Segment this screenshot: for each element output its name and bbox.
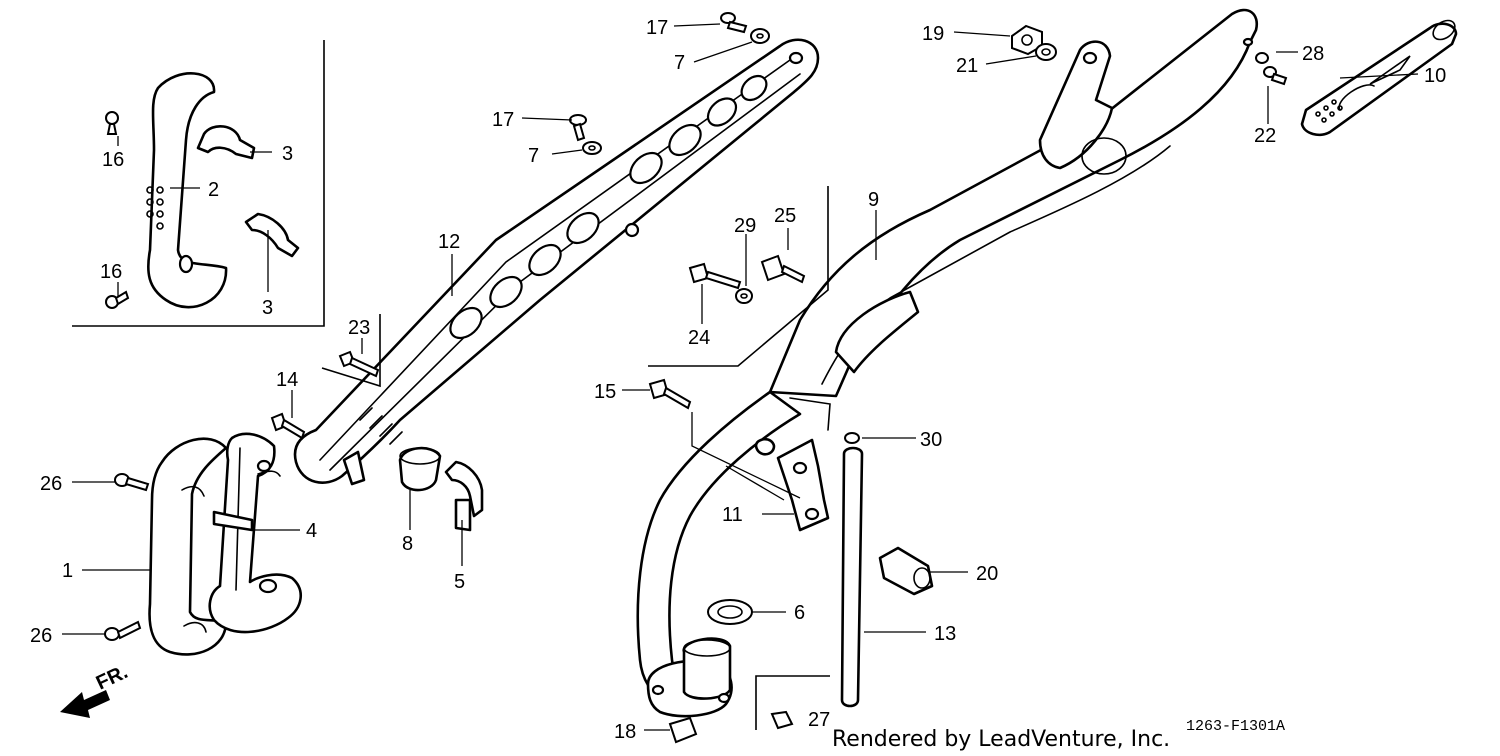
screw-26-upper	[114, 473, 150, 492]
screw-16-upper	[105, 111, 119, 135]
diagram-code: 1263-F1301A	[1186, 718, 1285, 735]
callout-3-lower: 3	[262, 297, 273, 319]
bolt-23	[338, 350, 380, 378]
callout-5: 5	[454, 571, 465, 593]
bracket-11	[754, 437, 830, 532]
washer-28	[1255, 52, 1269, 64]
credit-text: Rendered by LeadVenture, Inc.	[832, 727, 1170, 752]
callout-15: 15	[594, 381, 616, 403]
nut-20	[878, 546, 934, 596]
washer-21	[1035, 43, 1057, 61]
heat-shield-12	[293, 38, 820, 486]
tube-13	[840, 446, 864, 708]
bracket-guide-lines	[691, 412, 801, 501]
callout-25: 25	[774, 205, 796, 227]
washer-7-middle	[582, 141, 602, 155]
callout-13: 13	[934, 623, 956, 645]
subassembly-line-27	[755, 675, 830, 730]
callout-3-upper: 3	[282, 143, 293, 165]
nut-18	[668, 716, 698, 744]
tail-pipe-10	[1300, 19, 1458, 137]
bolt-15	[648, 378, 692, 410]
callout-24: 24	[688, 327, 710, 349]
muffler-9	[636, 8, 1259, 718]
callout-10: 10	[1424, 65, 1446, 87]
callout-2: 2	[208, 179, 219, 201]
callout-22: 22	[1254, 125, 1276, 147]
subassembly-box	[72, 40, 325, 327]
subassembly-box-24	[648, 186, 829, 367]
callout-23: 23	[348, 317, 370, 339]
callout-27: 27	[808, 709, 830, 731]
callout-14: 14	[276, 369, 298, 391]
callout-8: 8	[402, 533, 413, 555]
ring-30	[844, 432, 860, 444]
callout-labels: 1 2 3 3 4 5 6 7 7 8 9 10 11 12 13 14 15 …	[30, 17, 1446, 743]
callout-16-upper: 16	[102, 149, 124, 171]
exhaust-pipe-4	[208, 432, 302, 634]
callout-11: 11	[722, 504, 743, 526]
front-arrow-icon: FR.	[60, 661, 131, 718]
gasket-6	[707, 599, 753, 625]
washer-29	[735, 288, 753, 304]
clamp-5	[444, 460, 484, 532]
callout-7-lower: 7	[528, 145, 539, 167]
clamp-3-lower	[244, 212, 300, 258]
nut-27	[770, 710, 794, 730]
leader-lines	[62, 23, 1419, 731]
callout-19: 19	[922, 23, 944, 45]
clamp-3-upper	[196, 125, 256, 160]
callout-18: 18	[614, 721, 636, 743]
callout-17-lower: 17	[492, 109, 514, 131]
callout-4: 4	[306, 520, 317, 542]
bolt-14	[270, 412, 306, 440]
callout-26-upper: 26	[40, 473, 62, 495]
bolt-24	[688, 262, 742, 290]
callout-28: 28	[1302, 43, 1324, 65]
front-arrow-label: FR.	[93, 661, 131, 695]
screw-17-middle	[569, 114, 587, 142]
screw-17-upper	[720, 12, 748, 34]
callout-7-upper: 7	[674, 52, 685, 74]
callout-21: 21	[956, 55, 978, 77]
callout-16-lower: 16	[100, 261, 122, 283]
callout-17-upper: 17	[646, 17, 668, 39]
screw-26-lower	[104, 620, 142, 641]
callout-26-lower: 26	[30, 625, 52, 647]
callout-1: 1	[62, 560, 73, 582]
screw-16-lower	[105, 290, 130, 309]
callout-9: 9	[868, 189, 879, 211]
bolt-25	[760, 254, 806, 284]
callout-12: 12	[438, 231, 460, 253]
collar-8	[398, 446, 442, 492]
subassembly-line-23	[321, 314, 381, 388]
screw-22	[1263, 66, 1288, 86]
washer-7-upper	[750, 28, 770, 44]
callout-30: 30	[920, 429, 942, 451]
callout-20: 20	[976, 563, 998, 585]
callout-29: 29	[734, 215, 756, 237]
callout-6: 6	[794, 602, 805, 624]
pipe-protector-2	[146, 72, 228, 309]
